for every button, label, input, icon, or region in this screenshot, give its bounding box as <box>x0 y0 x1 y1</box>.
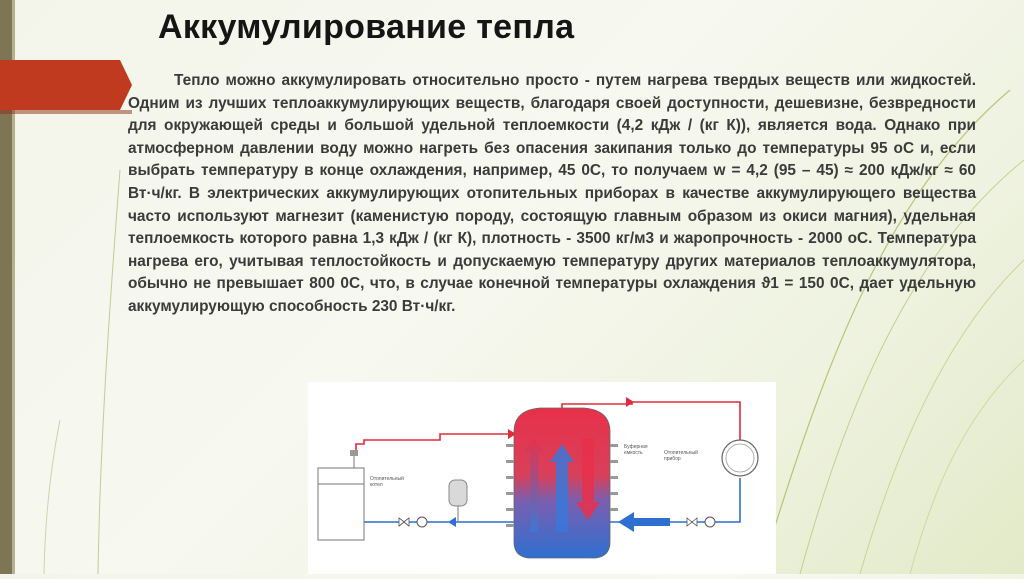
title-accent-arrow <box>120 60 132 110</box>
valve-icon <box>398 517 410 527</box>
expansion-vessel-icon <box>448 479 468 507</box>
device-label-2: прибор <box>664 456 681 462</box>
title-accent-bar <box>0 60 120 110</box>
svg-text:Отопительный прибор: Отопительный прибор <box>664 449 699 462</box>
tank-label-2: емкость <box>624 450 643 456</box>
boiler-label-2: котел <box>370 482 383 488</box>
heating-device-icon <box>721 439 759 477</box>
buffer-tank-diagram: Отопительный котел <box>308 382 776 574</box>
boiler-label-1: Отопительный <box>370 475 404 482</box>
pump-icon-right <box>704 516 716 528</box>
flow-arrow-up-left <box>524 438 544 532</box>
cold-return-line-device <box>598 478 741 523</box>
slide-body-text: Тепло можно аккумулировать относительно … <box>128 72 976 315</box>
title-accent-shadow <box>0 110 132 114</box>
device-label-1: Отопительный <box>664 449 698 456</box>
svg-text:Буферная емкость: Буферная емкость <box>624 444 649 456</box>
valve-icon-right <box>686 517 698 527</box>
hot-supply-line-boiler <box>355 433 514 454</box>
flow-arrow-down-right <box>576 438 600 520</box>
left-decor-strip <box>0 0 12 574</box>
slide-title: Аккумулирование тепла <box>158 8 575 46</box>
cold-inlet-arrow <box>618 512 670 532</box>
pump-icon <box>416 516 428 528</box>
svg-text:Отопительный котел: Отопительный котел <box>370 475 405 488</box>
cold-return-line-boiler <box>347 500 514 523</box>
left-decor-strip-light <box>12 0 15 574</box>
flow-arrow-up-center <box>550 444 574 532</box>
tank-label-1: Буферная <box>624 444 648 450</box>
